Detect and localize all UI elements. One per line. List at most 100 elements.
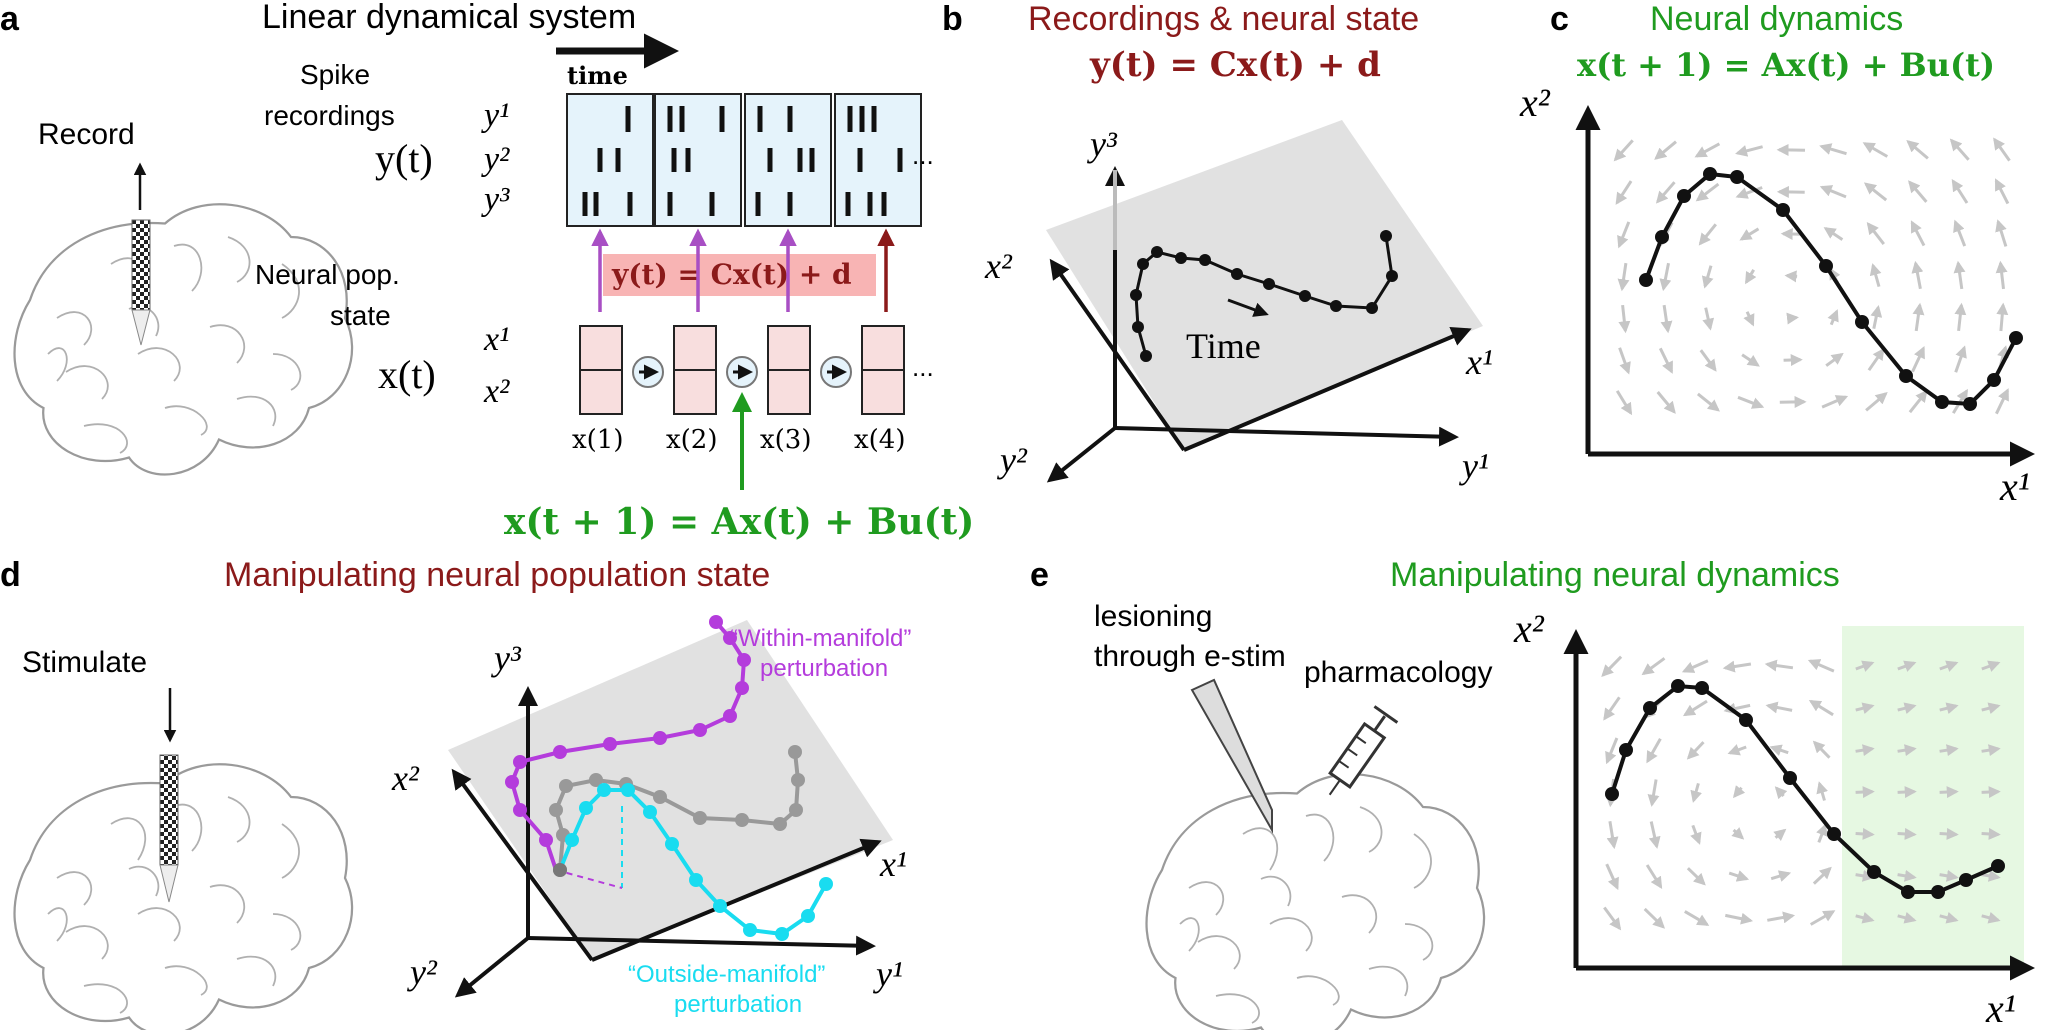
panel-a-title: Linear dynamical system	[262, 0, 636, 36]
flow-arrow	[1617, 221, 1631, 249]
flow-arrow	[1741, 353, 1760, 367]
flow-arrow	[1654, 140, 1677, 160]
flow-arrow	[1897, 911, 1917, 924]
flow-arrow	[1862, 142, 1889, 158]
flow-arrow	[1724, 912, 1754, 925]
panel-b-title: Recordings & neural state	[1028, 0, 1419, 38]
axis-y2-d	[454, 936, 530, 998]
flow-arrow	[1702, 307, 1715, 331]
flow-arrow	[1770, 870, 1792, 882]
flow-arrow	[1735, 145, 1763, 157]
flow-arrow	[1601, 655, 1623, 678]
panel-c: c Neural dynamics x(t + 1) = Ax(t) + Bu(…	[1519, 0, 2035, 509]
axis-x2-d-label: x²	[391, 758, 420, 798]
flow-arrow	[1995, 388, 2009, 415]
flow-arrow	[1911, 260, 1924, 290]
flow-arrow	[1866, 222, 1885, 246]
flow-arrow	[1995, 260, 2008, 290]
lesion-zone	[1842, 626, 2024, 968]
observation-arrows	[591, 228, 895, 312]
axis-x2-c-label: x²	[1519, 80, 1551, 125]
flow-arrow	[1939, 744, 1959, 757]
outside-label-2: perturbation	[674, 991, 802, 1018]
flow-arrow	[1743, 311, 1755, 327]
flow-arrow	[1605, 737, 1619, 765]
flow-arrow	[1735, 186, 1763, 199]
trajectory-d-cyan	[558, 783, 833, 941]
spike-boxes	[566, 93, 922, 227]
flow-arrow	[1995, 219, 2008, 247]
panel-a-letter: a	[0, 0, 20, 38]
panel-d-letter: d	[0, 556, 21, 594]
panel-a: a Linear dynamical system Record time Sp…	[0, 0, 974, 543]
vector-field-e	[1601, 655, 2001, 931]
flow-arrow	[1682, 699, 1708, 717]
y3-channel: y³	[481, 181, 510, 218]
brain-a-icon	[13, 203, 354, 476]
dynamics-eq: x(t + 1) = Ax(t) + Bu(t)	[504, 501, 974, 543]
flow-arrow	[1821, 395, 1849, 409]
axis-x1-d	[591, 838, 882, 962]
outside-label-1: “Outside-manifold”	[628, 961, 825, 988]
flow-arrow	[1686, 867, 1706, 886]
panel-d-title: Manipulating neural population state	[224, 556, 770, 594]
flow-arrow	[1807, 659, 1835, 673]
flow-arrow	[1951, 178, 1969, 204]
flow-arrow	[1809, 910, 1836, 926]
y-vector-label: y(t)	[375, 136, 433, 181]
flow-arrow	[1701, 265, 1714, 289]
flow-arrow	[1728, 870, 1750, 882]
flow-arrow	[1855, 744, 1875, 757]
flow-arrow	[1954, 345, 1967, 373]
state-label-2: x(2)	[666, 425, 718, 455]
axis-y1-b	[1114, 426, 1459, 447]
flow-arrow	[1812, 866, 1832, 885]
flow-arrow	[1867, 347, 1885, 372]
flow-arrow	[1695, 182, 1720, 202]
flow-arrow	[1694, 142, 1721, 158]
flow-arrow	[1954, 302, 1967, 332]
flow-arrow	[1910, 220, 1926, 247]
flow-arrow	[1949, 138, 1970, 161]
flow-arrow	[1656, 391, 1676, 414]
flow-arrow	[1727, 744, 1747, 756]
neural-pop-label-1: Neural pop.	[255, 259, 400, 290]
flow-arrow	[1869, 263, 1882, 288]
flow-arrow	[1863, 182, 1888, 202]
flow-arrow	[1816, 823, 1828, 843]
flow-arrow	[1773, 828, 1787, 842]
flow-arrow	[1615, 390, 1633, 416]
flow-arrow	[1897, 702, 1917, 715]
flow-arrow	[1783, 354, 1803, 367]
flow-arrow	[1786, 312, 1799, 325]
flow-arrow	[1686, 741, 1705, 760]
flow-arrow	[1897, 744, 1917, 757]
flow-arrow	[1908, 389, 1928, 414]
flow-arrow	[1603, 906, 1622, 931]
flow-arrow	[1855, 660, 1875, 672]
flow-arrow	[1911, 346, 1925, 373]
state-ellipsis: ...	[912, 352, 934, 382]
flow-arrow	[1906, 140, 1929, 160]
flow-arrow	[1764, 659, 1794, 672]
axis-x1-d-label: x¹	[879, 844, 907, 884]
flow-arrow	[1819, 143, 1847, 156]
trajectory-e	[1605, 679, 2005, 899]
flow-arrow	[1994, 178, 2010, 205]
electrode-d-icon	[159, 754, 179, 903]
panel-b-eq: y(t) = Cx(t) + d	[1089, 45, 1381, 85]
flow-arrow	[1996, 302, 2009, 332]
x-vector-label: x(t)	[378, 352, 436, 397]
state-label-3: x(3)	[760, 425, 812, 455]
flow-arrow	[1722, 660, 1752, 673]
flow-arrow	[1897, 660, 1917, 672]
stimulate-label: Stimulate	[22, 646, 147, 679]
flow-arrow	[1855, 786, 1875, 799]
flow-arrow	[1784, 270, 1798, 283]
lesion-label-1: lesioning	[1094, 600, 1212, 633]
axis-y1-d-label: y¹	[873, 954, 903, 994]
state-label-4: x(4)	[854, 425, 906, 455]
flow-arrow	[1617, 262, 1630, 292]
flow-arrow	[1981, 702, 2001, 715]
flow-arrow	[1732, 785, 1746, 799]
